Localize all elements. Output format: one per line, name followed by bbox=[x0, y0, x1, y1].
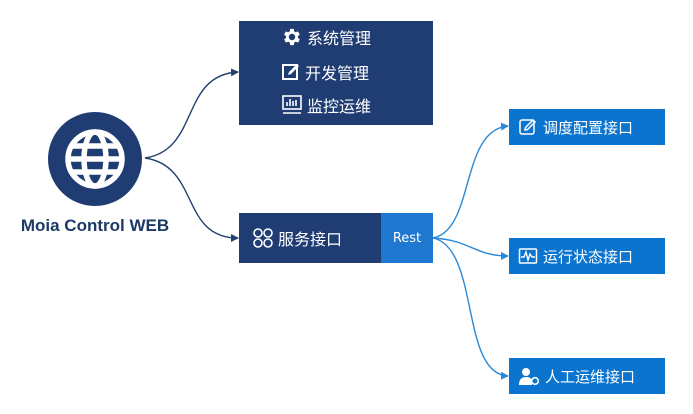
menu-item-system-management[interactable]: 系统管理 bbox=[281, 24, 371, 50]
connector-to-ops-api bbox=[432, 237, 509, 380]
gear-icon bbox=[284, 28, 300, 46]
cluster-icon bbox=[253, 228, 273, 248]
api-run-status[interactable]: 运行状态接口 bbox=[509, 238, 665, 274]
api-manual-ops[interactable]: 人工运维接口 bbox=[509, 358, 665, 394]
app-label: Moia Control WEB bbox=[20, 216, 170, 235]
api-schedule-config[interactable]: 调度配置接口 bbox=[509, 109, 665, 145]
menu-item-label: 开发管理 bbox=[305, 64, 370, 83]
management-panel: 系统管理 开发管理 监控运维 bbox=[239, 21, 433, 125]
menu-item-monitoring-ops[interactable]: 监控运维 bbox=[281, 92, 371, 118]
connector-to-status-api bbox=[432, 237, 509, 260]
rest-label: Rest bbox=[392, 230, 422, 246]
api-label: 调度配置接口 bbox=[543, 118, 634, 137]
pencil-icon bbox=[519, 118, 537, 135]
connector-to-management bbox=[144, 68, 239, 159]
user-settings-icon bbox=[519, 368, 540, 386]
api-label: 运行状态接口 bbox=[543, 247, 634, 266]
api-label: 人工运维接口 bbox=[545, 367, 636, 386]
menu-item-label: 监控运维 bbox=[307, 97, 372, 116]
service-label: 服务接口 bbox=[278, 230, 343, 249]
menu-item-dev-management[interactable]: 开发管理 bbox=[281, 59, 369, 85]
edit-icon bbox=[282, 64, 299, 80]
pulse-icon bbox=[518, 248, 538, 264]
monitor-icon bbox=[282, 95, 302, 114]
connector-to-schedule-api bbox=[432, 122, 509, 239]
rest-protocol-badge: Rest bbox=[381, 213, 433, 263]
service-interface-node[interactable]: 服务接口 bbox=[239, 213, 381, 263]
globe-icon bbox=[48, 112, 142, 206]
connector-to-service bbox=[144, 157, 239, 242]
menu-item-label: 系统管理 bbox=[307, 29, 372, 48]
